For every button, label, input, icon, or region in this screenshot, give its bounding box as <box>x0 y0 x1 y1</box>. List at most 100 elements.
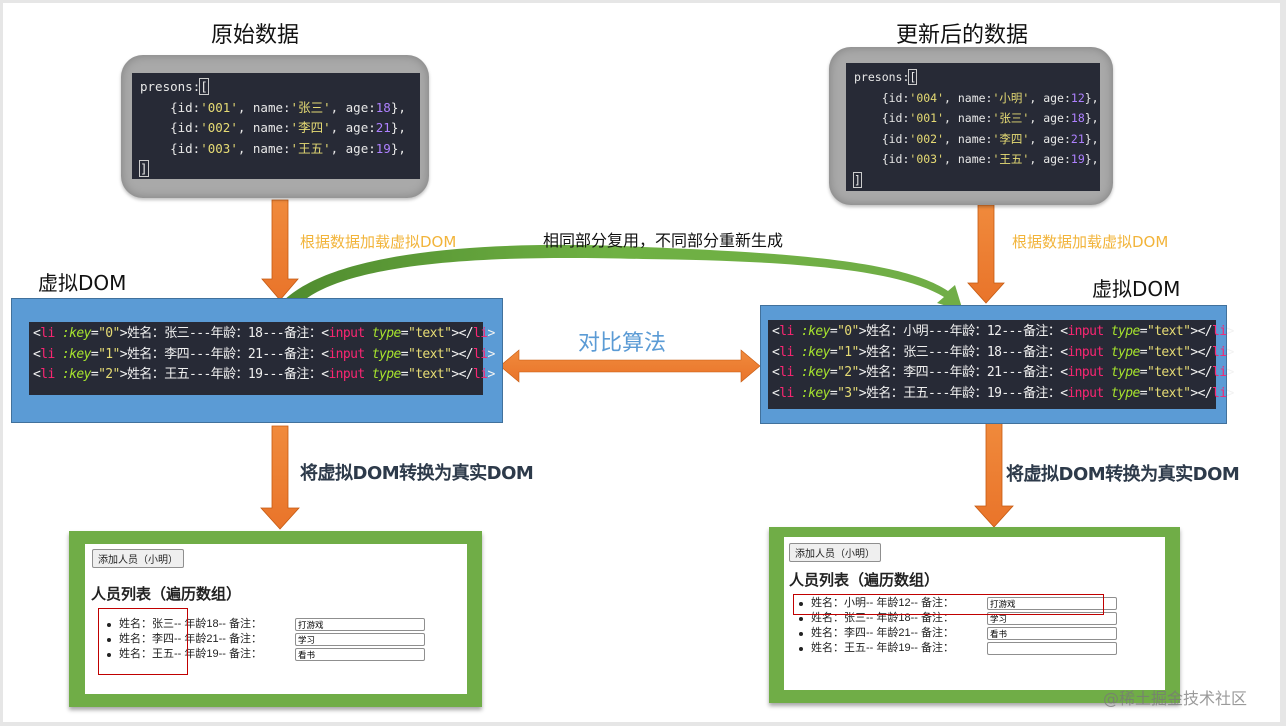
code-age: 12 <box>1070 90 1085 105</box>
vdom-key: "0" <box>837 324 859 339</box>
person-list-item: 姓名：小明-- 年龄12-- 备注： <box>795 596 1117 611</box>
vdom-punc: < <box>1060 385 1068 401</box>
vdom-punc: > <box>119 326 128 341</box>
code-var: presons <box>854 70 903 84</box>
vdom-tag: li <box>473 346 488 362</box>
code-punc: {id: <box>854 111 910 125</box>
vdom-value: "text" <box>407 346 452 362</box>
note-input[interactable] <box>295 618 425 631</box>
vdom-panel-right: <li :key="0">姓名：小明---年龄：12---备注：<input t… <box>760 305 1234 424</box>
to-real-dom-label-left: 将虚拟DOM转换为真实DOM <box>300 463 534 484</box>
vdom-punc: > <box>1226 385 1235 401</box>
vdom-key: "2" <box>98 367 120 382</box>
vdom-punc: > <box>1226 324 1235 339</box>
person-list-item: 姓名：李四-- 年龄21-- 备注： <box>795 626 1117 641</box>
code-line: ] <box>853 170 1092 191</box>
vdom-punc: ></ <box>1190 385 1213 401</box>
vdom-tag: li <box>473 367 488 382</box>
vdom-code-right: <li :key="0">姓名：小明---年龄：12---备注：<input t… <box>768 320 1234 409</box>
note-input[interactable] <box>987 642 1117 655</box>
vdom-text: 姓名：李四---年龄：21---备注： <box>127 346 322 362</box>
vdom-attr: :key <box>54 326 92 341</box>
vdom-key: "2" <box>837 365 859 380</box>
vdom-attr: :key <box>793 365 831 380</box>
code-punc: , name: <box>237 140 291 156</box>
note-input[interactable] <box>987 627 1117 640</box>
code-line: {id:'004', name:'小明', age:12}, <box>854 88 1099 109</box>
code-punc: , age: <box>1029 111 1071 125</box>
vdom-value: "text" <box>1146 385 1191 401</box>
vdom-line: <li :key="3">姓名：王五---年龄：19---备注：<input t… <box>772 384 1234 405</box>
code-id: '002' <box>200 120 238 135</box>
vdom-punc: > <box>1226 344 1235 360</box>
person-info: 姓名：王五-- 年龄19-- 备注： <box>811 642 954 654</box>
vdom-punc: = <box>829 324 838 339</box>
code-punc: {id: <box>140 140 201 156</box>
code-punc: }, <box>1084 90 1099 105</box>
vdom-punc: < <box>1060 365 1068 380</box>
vdom-text: 姓名：王五---年龄：19---备注： <box>866 385 1061 401</box>
vdom-punc: = <box>400 367 409 382</box>
vdom-punc: = <box>829 344 838 360</box>
vdom-punc: < <box>1060 324 1068 339</box>
vdom-tag: input <box>328 367 365 382</box>
vdom-punc: = <box>90 346 99 362</box>
code-bracket: ] <box>139 160 149 177</box>
code-var: presons <box>140 79 193 94</box>
vdom-attr: :key <box>793 344 831 360</box>
note-input[interactable] <box>987 597 1117 610</box>
vdom-tag: li <box>40 326 55 341</box>
code-name: '王五' <box>992 152 1030 166</box>
vdom-punc: = <box>1139 365 1148 380</box>
add-person-button[interactable]: 添加人员（小明） <box>92 549 184 568</box>
original-data-title: 原始数据 <box>211 23 300 48</box>
code-punc: , name: <box>944 152 993 166</box>
vdom-punc: = <box>1139 385 1148 401</box>
code-punc: : <box>902 70 910 84</box>
highlight-box-left <box>98 608 188 675</box>
code-punc: }, <box>390 99 406 115</box>
person-list-item: 姓名：李四-- 年龄21-- 备注： <box>103 632 425 647</box>
vdom-attr: type <box>364 326 402 341</box>
add-person-button[interactable]: 添加人员（小明） <box>789 543 881 562</box>
vdom-tag: li <box>779 365 794 380</box>
code-age: 19 <box>1070 152 1085 166</box>
note-input[interactable] <box>295 633 425 646</box>
vdom-punc: < <box>772 324 780 339</box>
code-bracket: ] <box>853 171 862 188</box>
person-info: 姓名：小明-- 年龄12-- 备注： <box>811 597 954 609</box>
code-name: '张三' <box>992 111 1030 125</box>
vdom-text: 姓名：小明---年龄：12---备注： <box>866 324 1061 339</box>
person-info: 姓名：张三-- 年龄18-- 备注： <box>811 612 954 624</box>
vdom-punc: = <box>90 326 99 341</box>
vdom-text: 姓名：李四---年龄：21---备注： <box>866 365 1061 380</box>
vdom-attr: type <box>1103 385 1141 401</box>
code-punc: , name: <box>944 111 993 125</box>
load-vdom-label-right: 根据数据加载虚拟DOM <box>1012 233 1169 251</box>
note-input[interactable] <box>295 648 425 661</box>
vdom-punc: > <box>119 346 128 362</box>
code-punc: , age: <box>1029 90 1071 105</box>
code-line: {id:'002', name:'李四', age:21}, <box>854 129 1099 150</box>
code-age: 19 <box>375 140 391 156</box>
vdom-tag: li <box>473 326 488 341</box>
code-line: presons:[ <box>140 77 412 98</box>
code-punc: , name: <box>944 90 993 105</box>
reuse-note-label: 相同部分复用，不同部分重新生成 <box>543 231 784 250</box>
arrow-down-right-1 <box>967 204 1005 304</box>
code-line: presons:[ <box>854 67 1092 88</box>
vdom-punc: ></ <box>451 326 474 341</box>
vdom-punc: < <box>772 385 780 401</box>
vdom-punc: < <box>321 367 329 382</box>
person-list-heading: 人员列表（遍历数组） <box>789 572 940 589</box>
original-data-code: presons:[ {id:'001', name:'张三', age:18},… <box>132 73 420 179</box>
note-input[interactable] <box>987 612 1117 625</box>
person-list-item: 姓名：王五-- 年龄19-- 备注： <box>103 647 425 662</box>
vdom-punc: = <box>400 346 409 362</box>
vdom-panel-left: <li :key="0">姓名：张三---年龄：18---备注：<input t… <box>11 298 503 423</box>
vdom-tag: input <box>328 326 365 341</box>
vdom-punc: > <box>119 367 128 382</box>
vdom-punc: = <box>829 365 838 380</box>
vdom-punc: ></ <box>451 367 474 382</box>
vdom-key: "0" <box>98 326 120 341</box>
